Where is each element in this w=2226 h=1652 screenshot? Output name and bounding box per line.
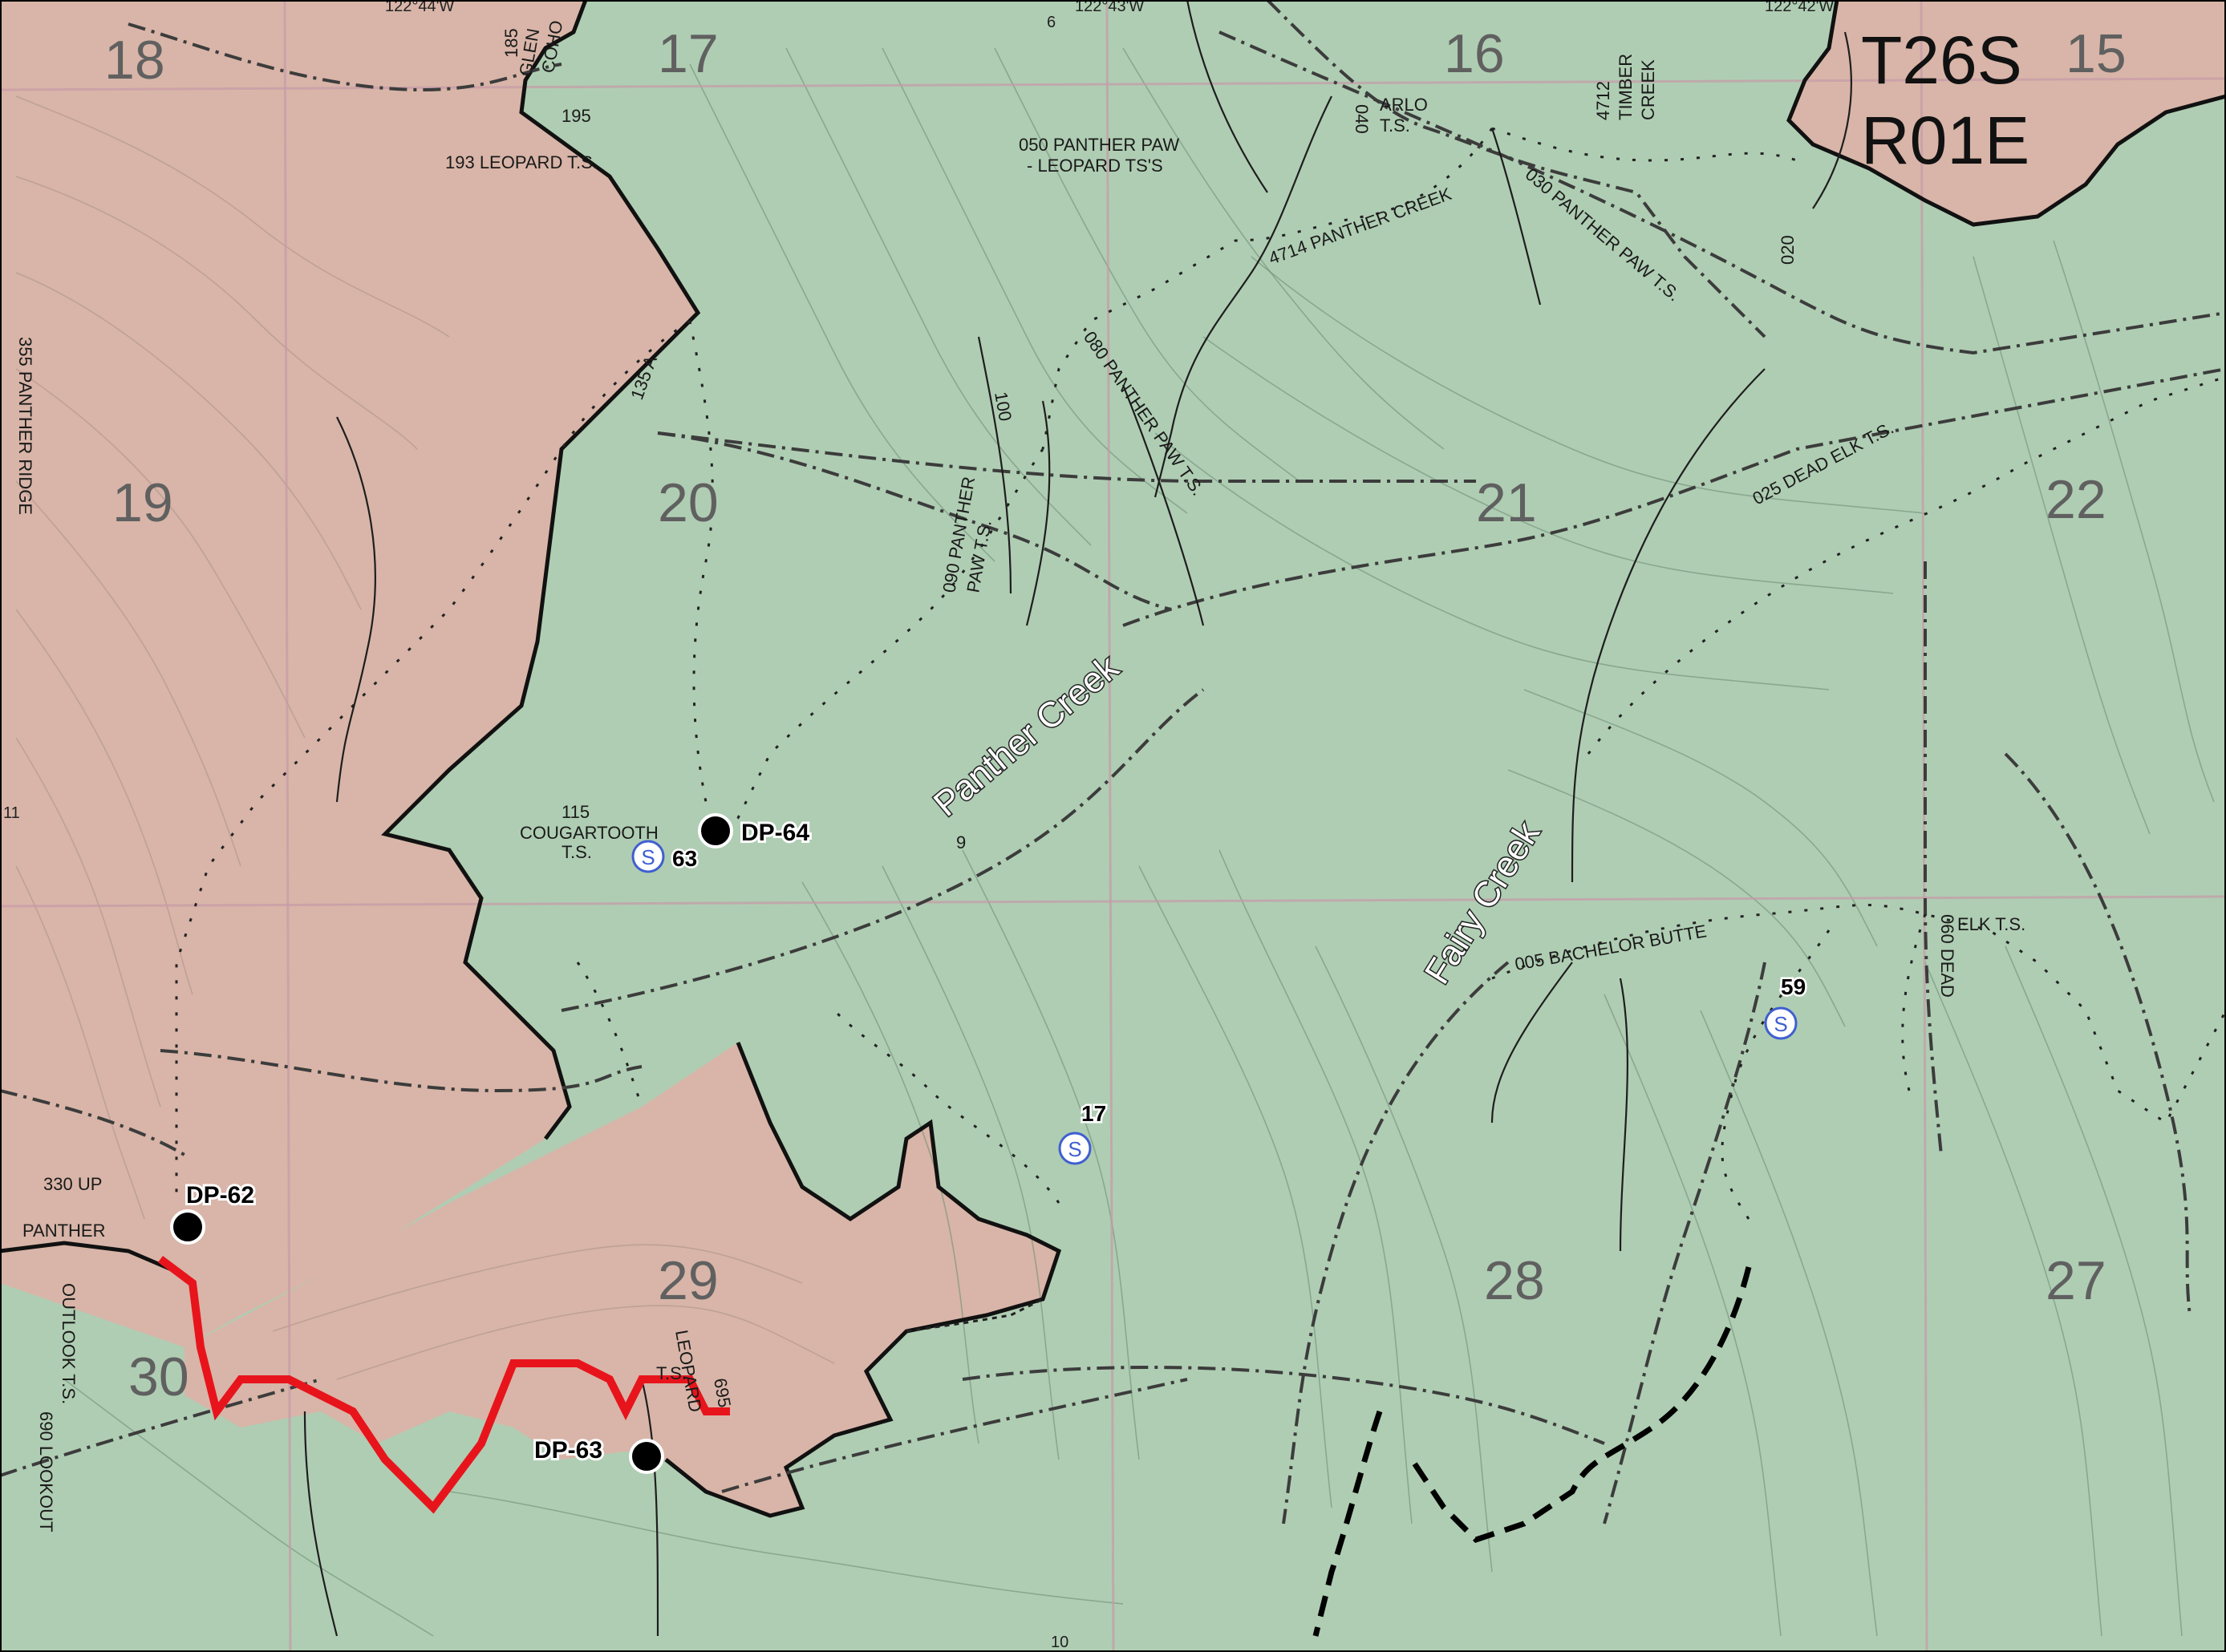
road-label-060-dead: 060 DEAD	[1937, 914, 1957, 998]
section-22: 22	[2046, 469, 2106, 530]
contour-lines	[15, 47, 2215, 1637]
road-label-leopard-ts: - LEOPARD TS'S	[1027, 156, 1163, 176]
road-label-4712: 4712	[1593, 81, 1613, 120]
road-label-115: 115	[562, 802, 590, 822]
edge-label-122-42: 122°42'W	[1765, 0, 1834, 15]
road-label-outlook-ts: OUTLOOK T.S.	[59, 1283, 79, 1404]
road-label-leopard-695-ts: T.S.	[656, 1363, 687, 1383]
edge-label-11: 11	[3, 804, 20, 822]
safety-zone-59-label: 59	[1781, 974, 1806, 999]
edge-label-122-43: 122°43'W	[1075, 0, 1144, 15]
section-21: 21	[1476, 472, 1537, 533]
fire-perimeter-line	[158, 1256, 730, 1514]
road-label-020: 020	[1778, 235, 1798, 265]
road-label-195: 195	[562, 106, 591, 126]
road-label-cougartooth: COUGARTOOTH	[520, 823, 659, 843]
road-label-panther: PANTHER	[22, 1221, 106, 1241]
safety-zone-63-label: 63	[672, 846, 697, 871]
drop-point-63[interactable]: DP-63	[532, 1435, 664, 1474]
trails	[0, 0, 2226, 1524]
drop-point-64-label: DP-64	[741, 820, 809, 846]
road-label-690-lookout: 690 LOOKOUT	[36, 1411, 56, 1532]
safety-zone-icon-glyph: S	[641, 845, 655, 869]
section-17: 17	[658, 23, 719, 84]
edge-label-122-44: 122°44'W	[385, 0, 454, 15]
drop-point-62-label: DP-62	[186, 1182, 254, 1209]
road-label-9: 9	[956, 832, 966, 852]
road-label-arlo: ARLO	[1380, 95, 1428, 115]
range-label: R01E	[1861, 103, 2029, 178]
section-27: 27	[2046, 1250, 2106, 1311]
road-label-355-panther-ridge: 355 PANTHER RIDGE	[15, 337, 35, 515]
safety-zone-17[interactable]: S 17	[1058, 1099, 1109, 1165]
safety-zone-icon	[631, 840, 665, 873]
safety-zone-17-label: 17	[1081, 1101, 1106, 1126]
section-19: 19	[112, 472, 173, 533]
section-30: 30	[128, 1346, 189, 1407]
section-15: 15	[2066, 23, 2127, 84]
private-land-west	[0, 0, 698, 1347]
road-label-timber: TIMBER	[1616, 54, 1636, 120]
private-land-section-29	[184, 1043, 1059, 1516]
safety-zone-icon-glyph: S	[1774, 1012, 1787, 1036]
road-label-arlo-ts: T.S.	[1380, 115, 1410, 136]
road-label-193-leopard: 193 LEOPARD T.S.	[445, 152, 598, 172]
road-label-050-panther-paw: 050 PANTHER PAW	[1019, 135, 1179, 155]
safety-zone-icon	[1764, 1006, 1798, 1040]
fire-line-hatched	[906, 1298, 1044, 1333]
drop-point-62-marker	[170, 1209, 205, 1245]
drop-point-64-marker	[698, 813, 733, 848]
safety-zone-icon-glyph: S	[1068, 1137, 1081, 1161]
road-label-330-up: 330 UP	[43, 1174, 102, 1194]
section-29: 29	[658, 1250, 719, 1311]
safety-zone-63[interactable]: S 63	[631, 840, 699, 873]
roads	[175, 127, 2226, 1220]
section-20: 20	[658, 472, 719, 533]
edge-label-6: 6	[1047, 14, 1056, 31]
safety-zone-icon	[1058, 1132, 1092, 1165]
road-label-185: 185	[501, 28, 521, 58]
section-28: 28	[1484, 1250, 1545, 1311]
township-label: T26S	[1861, 22, 2022, 98]
drop-point-63-marker	[629, 1439, 664, 1474]
safety-zone-59[interactable]: S 59	[1764, 973, 1808, 1040]
edge-label-10: 10	[1051, 1634, 1068, 1651]
drop-point-64[interactable]: DP-64	[698, 813, 812, 848]
road-label-cougartooth-ts: T.S.	[562, 842, 592, 862]
drop-point-62[interactable]: DP-62	[170, 1180, 257, 1245]
road-label-040: 040	[1352, 104, 1372, 134]
drop-point-63-label: DP-63	[534, 1437, 602, 1464]
streams	[303, 0, 1852, 1637]
road-label-creek: CREEK	[1638, 59, 1658, 120]
section-18: 18	[104, 30, 165, 91]
road-label-elk-ts: ELK T.S.	[1957, 914, 2025, 934]
private-land-northeast	[1789, 0, 2226, 225]
ownership-boundaries	[0, 0, 2226, 1518]
section-16: 16	[1444, 23, 1505, 84]
